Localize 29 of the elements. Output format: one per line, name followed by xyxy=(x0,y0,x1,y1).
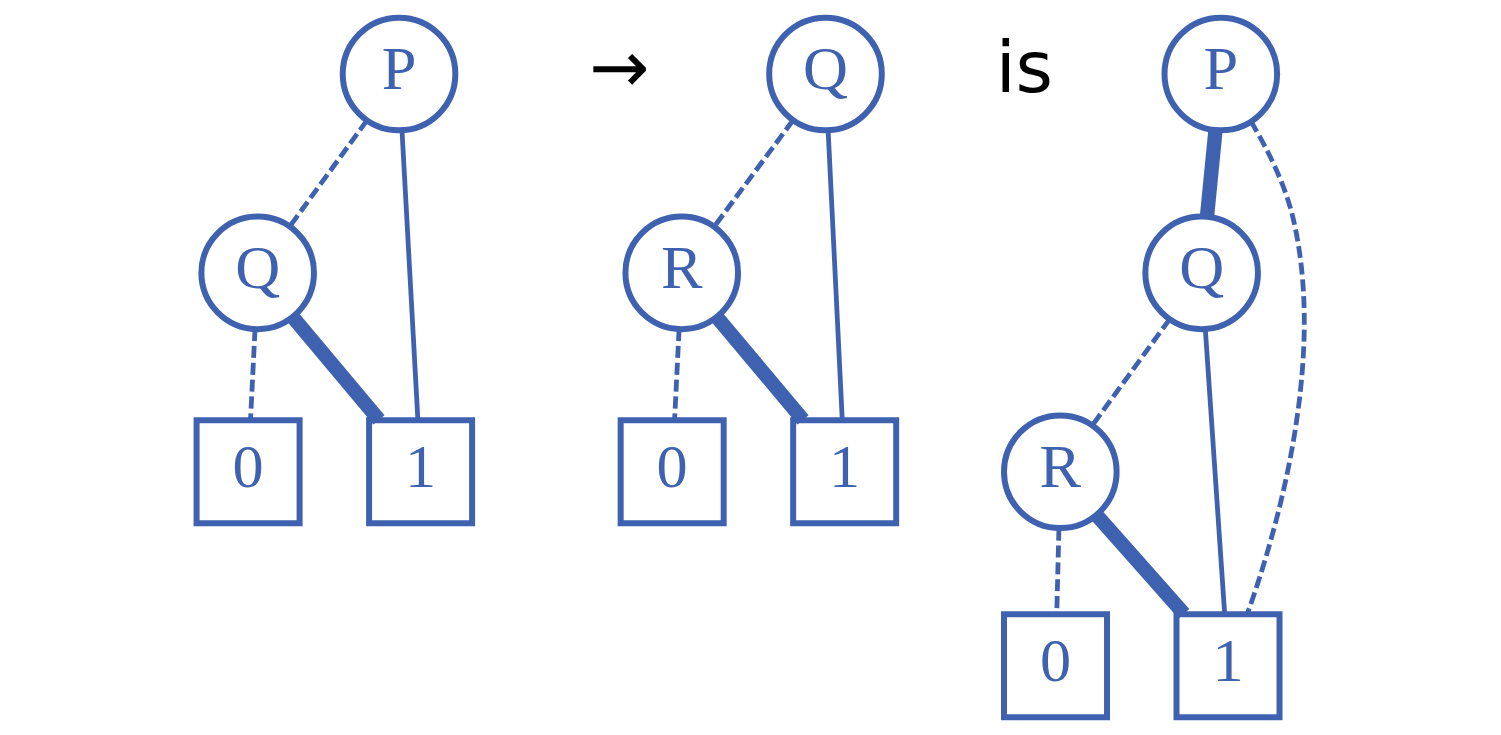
label: → xyxy=(589,24,650,109)
node-circle: R xyxy=(1001,412,1120,531)
node-box: 0 xyxy=(1001,611,1110,721)
node-box: 1 xyxy=(366,417,476,527)
node-box: 1 xyxy=(790,417,900,527)
connector xyxy=(711,312,809,425)
connector xyxy=(248,329,258,421)
connector xyxy=(288,119,369,228)
connector xyxy=(399,130,421,421)
connector xyxy=(1199,129,1223,218)
connector xyxy=(1054,528,1062,614)
connector xyxy=(672,329,682,421)
node-box: 0 xyxy=(193,417,303,527)
node-circle: Q xyxy=(198,213,317,333)
node-box: 0 xyxy=(617,417,727,527)
connector xyxy=(712,119,795,229)
node-circle: Q xyxy=(766,14,885,134)
node-circle: P xyxy=(339,14,459,134)
label: is xyxy=(995,24,1054,109)
connector xyxy=(1090,317,1172,427)
connector xyxy=(825,130,845,421)
node-circle: P xyxy=(1161,14,1281,134)
connector xyxy=(1091,510,1190,619)
node-circle: Q xyxy=(1142,213,1261,333)
connector xyxy=(1202,329,1228,615)
connector xyxy=(287,312,385,425)
node-circle: R xyxy=(622,213,742,333)
node-box: 1 xyxy=(1173,611,1283,721)
connector xyxy=(1245,120,1307,615)
